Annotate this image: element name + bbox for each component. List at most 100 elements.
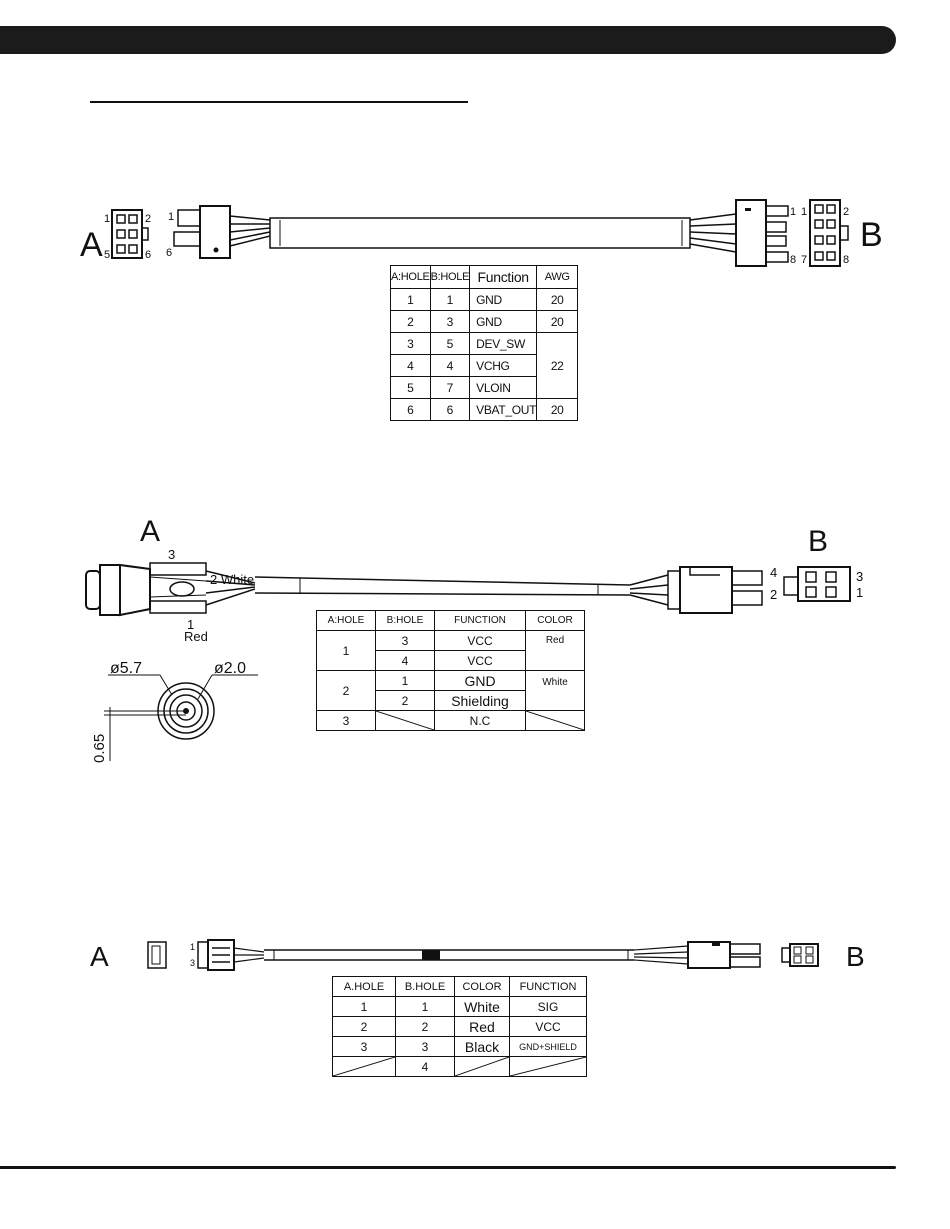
cell-b: 6 — [429, 398, 471, 421]
cell-b: 3 — [395, 1036, 455, 1057]
cable-1-b-pin-8: 8 — [843, 254, 849, 266]
cell-function: VCC — [434, 650, 526, 671]
cable-3-a-plug — [197, 939, 265, 971]
cell-color-empty — [525, 710, 585, 731]
col-a-hole: A.HOLE — [332, 976, 396, 997]
cable-1-b-socket — [809, 199, 849, 267]
table-header-row: A.HOLE B.HOLE COLOR FUNCTION — [332, 976, 587, 997]
table-row: 1 1 GND 20 — [390, 288, 579, 311]
cell-function: VBAT_OUT — [469, 398, 538, 421]
cell-function-empty — [509, 1056, 587, 1077]
cell-b: 3 — [375, 630, 435, 651]
col-a-hole: A:HOLE — [316, 610, 376, 631]
cable-2-b-pin-3: 3 — [856, 569, 863, 584]
cable-1-drawing: A 1 2 5 6 1 6 1 8 — [80, 199, 883, 267]
cell-function: GND — [434, 670, 526, 691]
cell-a: 3 — [390, 332, 431, 355]
cell-b: 4 — [429, 354, 471, 377]
col-b-hole: B:HOLE — [375, 610, 435, 631]
cell-a: 4 — [390, 354, 431, 377]
table-row: 3 N.C — [316, 710, 585, 731]
cell-a: 5 — [390, 376, 431, 399]
table-header-row: A:HOLE B:HOLE Function AWG — [390, 265, 579, 289]
cable-1-a-pin-2: 2 — [145, 213, 151, 225]
cable-2-a-connector — [85, 562, 256, 617]
cable-1-a-pin-5: 5 — [104, 249, 110, 261]
cable-1-b-pin-2: 2 — [843, 206, 849, 218]
cable-2-label-a: A — [140, 515, 160, 548]
cell-a: 3 — [316, 710, 376, 731]
cell-b: 1 — [395, 996, 455, 1017]
cell-a: 6 — [390, 398, 431, 421]
col-function: FUNCTION — [509, 976, 587, 997]
table-row: 1 1 White SIG — [332, 996, 587, 1017]
cable-3-b-socket — [781, 943, 819, 967]
table-row: 5 7 VLOIN — [390, 376, 578, 399]
cell-b: 7 — [429, 376, 471, 399]
cell-a: 1 — [332, 996, 396, 1017]
cable-2-b-plug-pin-4: 4 — [770, 565, 777, 580]
cell-awg: 20 — [536, 288, 579, 311]
table-row: 4 — [332, 1056, 587, 1077]
cable-3-a-socket — [147, 941, 167, 969]
cell-awg: 20 — [536, 398, 579, 421]
col-b-hole: B.HOLE — [395, 976, 455, 997]
cable-2-drawing: A 3 2 White 1 Red 4 2 B 3 1 — [85, 515, 863, 763]
footer-rule — [0, 1166, 896, 1169]
cell-a: 2 — [316, 670, 376, 711]
cell-function: GND+SHIELD — [509, 1036, 587, 1057]
cable-1-pin-table: A:HOLE B:HOLE Function AWG 1 1 GND 20 2 … — [390, 265, 579, 421]
cable-1-a-plug — [173, 205, 271, 259]
col-a-hole: A:HOLE — [390, 265, 431, 289]
cell-b: 4 — [375, 650, 435, 671]
table-row: 1 3 VCC Red — [316, 630, 585, 671]
table-row: 3 5 DEV_SW 22 — [390, 332, 579, 399]
cable-2-label-b: B — [808, 525, 828, 558]
cell-b-empty — [375, 710, 435, 731]
cell-function: DEV_SW — [469, 332, 538, 355]
cable-2-pin-2-white: 2 White — [210, 572, 254, 587]
cable-3-pin-3: 3 — [190, 958, 195, 968]
cell-function: Shielding — [434, 690, 526, 711]
cable-2-pin-1: 1 — [187, 617, 194, 632]
cell-function: VCC — [434, 630, 526, 651]
cable-1-b-plug-pin-1: 1 — [790, 206, 796, 218]
table-row: 4 4 VCHG — [390, 354, 578, 377]
cable-3-label-b: B — [846, 941, 865, 972]
cell-b: 2 — [375, 690, 435, 711]
table-row: 2 1 GND White — [316, 670, 585, 711]
cable-2-b-socket — [783, 566, 851, 602]
cable-2-dim-offset: 0.65 — [91, 734, 108, 763]
cell-color: White — [454, 996, 510, 1017]
cable-2-dim-outer: ø5.7 — [110, 660, 142, 677]
table-row: 2 Shielding — [317, 690, 585, 711]
col-function: Function — [469, 265, 538, 289]
cell-function: GND — [469, 288, 538, 311]
cell-b: 1 — [429, 288, 471, 311]
cell-function: VLOIN — [469, 376, 538, 399]
cell-a: 3 — [332, 1036, 396, 1057]
section-title-underline — [90, 101, 468, 103]
cell-b: 1 — [375, 670, 435, 691]
cable-3-b-plug — [687, 941, 761, 969]
cell-color — [525, 650, 585, 671]
table-row: 2 2 Red VCC — [332, 1016, 587, 1037]
cell-color: Red — [454, 1016, 510, 1037]
cable-3-pin-table: A.HOLE B.HOLE COLOR FUNCTION 1 1 White S… — [332, 976, 587, 1077]
cable-2-b-plug — [667, 566, 763, 614]
cable-3-drawing: A 1 3 B — [90, 939, 865, 972]
cable-1-label-a: A — [80, 226, 103, 264]
cell-awg: 22 — [536, 332, 579, 399]
cell-function: VCHG — [469, 354, 538, 377]
cable-2-dim-inner: ø2.0 — [214, 660, 246, 677]
cable-2-jacket — [254, 574, 669, 606]
cell-b: 5 — [429, 332, 471, 355]
cell-b: 3 — [429, 310, 471, 333]
cell-a: 1 — [316, 630, 376, 671]
cable-2-b-plug-pin-2: 2 — [770, 587, 777, 602]
cell-a: 1 — [390, 288, 431, 311]
cable-2-pin-table: A:HOLE B:HOLE FUNCTION COLOR 1 3 VCC Red… — [316, 610, 585, 731]
cell-color: White — [525, 670, 585, 711]
cable-1-a-pin-1: 1 — [104, 213, 110, 225]
cable-2-red-label: Red — [184, 629, 208, 644]
